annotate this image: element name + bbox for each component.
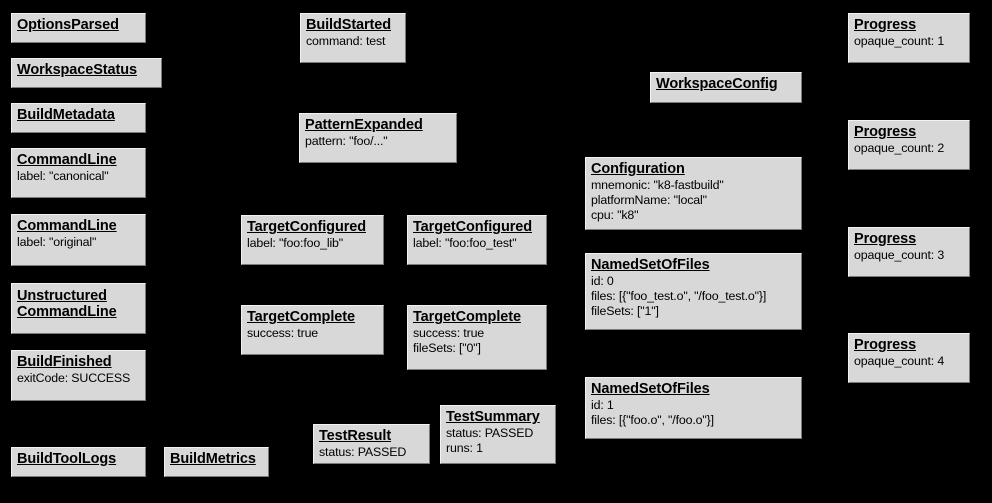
event-node-field: files: [{"foo_test.o", "/foo_test.o"}] [591, 288, 767, 303]
event-node-fields: exitCode: SUCCESS [17, 371, 141, 386]
event-node-field: pattern: "foo/..." [305, 133, 388, 148]
event-node-field: label: "canonical" [17, 168, 109, 183]
event-node-fields: label: "canonical" [17, 169, 141, 184]
event-node-build-tool-logs[interactable]: BuildToolLogs [11, 447, 146, 477]
event-node-fields: mnemonic: "k8-fastbuild"platformName: "l… [591, 178, 797, 223]
event-node-build-metrics[interactable]: BuildMetrics [164, 447, 269, 477]
event-node-fields: label: "original" [17, 235, 141, 250]
event-node-field: mnemonic: "k8-fastbuild" [591, 177, 724, 192]
event-node-field: fileSets: ["0"] [413, 340, 481, 355]
event-node-fields: status: PASSED [319, 445, 425, 460]
event-node-title: TargetConfigured [247, 219, 366, 235]
event-node-title: Unstructured CommandLine [17, 288, 117, 321]
event-node-title: BuildMetadata [17, 107, 115, 123]
event-node-field: status: PASSED [319, 444, 407, 459]
event-node-field: label: "original" [17, 234, 97, 249]
event-node-field: id: 0 [591, 273, 614, 288]
event-node-field: opaque_count: 4 [854, 353, 945, 368]
event-node-field: opaque_count: 3 [854, 247, 945, 262]
event-node-field: platformName: "local" [591, 192, 707, 207]
event-node-field: status: PASSED [446, 425, 534, 440]
event-node-build-metadata[interactable]: BuildMetadata [11, 103, 146, 133]
event-node-unstructured-command-line[interactable]: Unstructured CommandLine [11, 283, 146, 334]
event-node-fields: opaque_count: 2 [854, 141, 965, 156]
event-node-workspace-config[interactable]: WorkspaceConfig [650, 72, 802, 103]
event-node-title: WorkspaceConfig [656, 76, 778, 92]
event-node-title: BuildToolLogs [17, 451, 117, 467]
event-node-title: WorkspaceStatus [17, 62, 137, 78]
event-node-title: Progress [854, 337, 917, 353]
event-node-fields: opaque_count: 1 [854, 34, 965, 49]
event-node-field: fileSets: ["1"] [591, 303, 659, 318]
event-node-fields: label: "foo:foo_test" [413, 236, 542, 251]
event-node-fields: success: true [247, 326, 379, 341]
event-node-field: success: true [413, 325, 485, 340]
event-node-field: id: 1 [591, 397, 614, 412]
event-node-field: opaque_count: 2 [854, 140, 945, 155]
event-node-title: TestResult [319, 428, 392, 444]
event-node-title: Progress [854, 231, 917, 247]
event-node-title: Progress [854, 124, 917, 140]
event-node-field: success: true [247, 325, 319, 340]
event-node-title: NamedSetOfFiles [591, 257, 710, 273]
event-node-fields: opaque_count: 3 [854, 248, 965, 263]
event-node-fields: opaque_count: 4 [854, 354, 965, 369]
event-node-title: BuildMetrics [170, 451, 256, 467]
event-node-field: command: test [306, 33, 386, 48]
event-node-title: TargetComplete [413, 309, 521, 325]
event-node-title: Configuration [591, 161, 685, 177]
event-node-title: NamedSetOfFiles [591, 381, 710, 397]
event-node-field: opaque_count: 1 [854, 33, 945, 48]
event-node-field: exitCode: SUCCESS [17, 370, 131, 385]
event-node-field: cpu: "k8" [591, 207, 639, 222]
event-node-fields: label: "foo:foo_lib" [247, 236, 379, 251]
event-node-field: label: "foo:foo_test" [413, 235, 517, 250]
event-node-title: CommandLine [17, 218, 117, 234]
event-node-workspace-status[interactable]: WorkspaceStatus [11, 58, 162, 88]
event-node-title: BuildFinished [17, 354, 112, 370]
event-node-title: BuildStarted [306, 17, 392, 33]
event-node-title: TestSummary [446, 409, 540, 425]
event-node-field: runs: 1 [446, 440, 483, 455]
event-node-field: label: "foo:foo_lib" [247, 235, 344, 250]
event-node-title: OptionsParsed [17, 17, 119, 33]
event-node-title: Progress [854, 17, 917, 33]
event-node-fields: pattern: "foo/..." [305, 134, 452, 149]
event-node-options-parsed[interactable]: OptionsParsed [11, 13, 146, 43]
event-node-title: TargetComplete [247, 309, 355, 325]
event-node-title: TargetConfigured [413, 219, 532, 235]
event-node-title: CommandLine [17, 152, 117, 168]
event-node-fields: command: test [306, 34, 401, 49]
event-node-title: PatternExpanded [305, 117, 423, 133]
event-node-field: files: [{"foo.o", "/foo.o"}] [591, 412, 714, 427]
